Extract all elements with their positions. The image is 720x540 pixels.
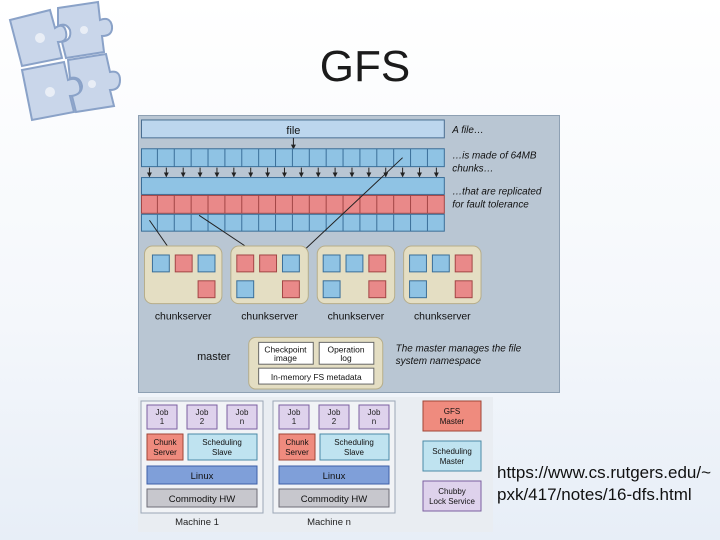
chunkserver-3 bbox=[316, 245, 396, 305]
machine-1 bbox=[140, 400, 264, 514]
caption-chunks-line1: …is made of 64MB bbox=[452, 151, 537, 162]
services-column bbox=[422, 400, 482, 512]
source-url[interactable]: https://www.cs.rutgers.edu/~pxk/417/note… bbox=[497, 463, 712, 504]
caption-master-line1: The master manages the file bbox=[396, 343, 522, 354]
m1-job2-line1: Job bbox=[196, 408, 209, 417]
file-label: file bbox=[286, 125, 300, 137]
mn-linux: Linux bbox=[323, 471, 346, 482]
gfs-architecture-diagram: file A file… …is made of 64MB chunks… bbox=[138, 115, 560, 393]
puzzle-logo bbox=[8, 0, 122, 122]
oplog-line1: Operation bbox=[328, 344, 365, 354]
m1-sched-line1: Scheduling bbox=[202, 438, 242, 447]
chunkserver-label-2: chunkserver bbox=[241, 312, 298, 323]
m1-hw: Commodity HW bbox=[169, 494, 236, 505]
m1-job1-line1: Job bbox=[156, 408, 169, 417]
m1-chunk-line1: Chunk bbox=[153, 438, 177, 447]
sched-master-line1: Scheduling bbox=[432, 447, 472, 456]
caption-replicated-line1: …that are replicated bbox=[452, 186, 542, 197]
oplog-line2: log bbox=[340, 353, 352, 363]
chunk-row-red bbox=[141, 194, 445, 214]
chubby-line2: Lock Service bbox=[429, 497, 475, 506]
caption-master-line2: system namespace bbox=[396, 356, 482, 367]
mn-job2-line2: 2 bbox=[332, 417, 337, 426]
gfs-master-line2: Master bbox=[440, 417, 465, 426]
chubby-line1: Chubby bbox=[438, 487, 466, 496]
mn-hw: Commodity HW bbox=[301, 494, 368, 505]
chunkserver-1 bbox=[143, 245, 223, 305]
mn-sched-line2: Slave bbox=[344, 448, 365, 457]
metadata-label: In-memory FS metadata bbox=[271, 372, 362, 382]
master-label: master bbox=[197, 351, 231, 363]
m1-jobn-line1: Job bbox=[236, 408, 249, 417]
cluster-machines-diagram: Job 1 Job 2 Job n Chunk Server Schedulin… bbox=[138, 397, 493, 532]
checkpoint-line2: image bbox=[274, 353, 297, 363]
m1-jobn-line2: n bbox=[240, 417, 244, 426]
mn-chunk-line1: Chunk bbox=[285, 438, 309, 447]
mn-job1-line1: Job bbox=[288, 408, 301, 417]
caption-chunks-line2: chunks… bbox=[452, 164, 493, 175]
chunkserver-2 bbox=[230, 245, 309, 305]
mn-name: Machine n bbox=[307, 517, 351, 528]
checkpoint-line1: Checkpoint bbox=[264, 344, 307, 354]
chunkserver-label-3: chunkserver bbox=[328, 312, 385, 323]
sched-master-line2: Master bbox=[440, 457, 465, 466]
mn-job1-line2: 1 bbox=[292, 417, 297, 426]
caption-replicated-line2: for fault tolerance bbox=[452, 199, 529, 210]
gfs-master-line1: GFS bbox=[444, 407, 460, 416]
mn-job2-line1: Job bbox=[328, 408, 341, 417]
file-bar bbox=[141, 119, 445, 139]
chunk-row-blue-top bbox=[141, 148, 445, 168]
mn-sched-line1: Scheduling bbox=[334, 438, 374, 447]
m1-job1-line2: 1 bbox=[160, 417, 165, 426]
machine-n bbox=[272, 400, 396, 514]
chunkserver-label-1: chunkserver bbox=[155, 312, 212, 323]
m1-job2-line2: 2 bbox=[200, 417, 205, 426]
chunk-row-blue-bottom bbox=[141, 213, 445, 232]
chunk-row-blue-2 bbox=[141, 177, 445, 195]
m1-sched-line2: Slave bbox=[212, 448, 233, 457]
caption-file: A file… bbox=[451, 125, 484, 136]
m1-chunk-line2: Server bbox=[153, 448, 177, 457]
m1-linux: Linux bbox=[191, 471, 214, 482]
mn-jobn-line2: n bbox=[372, 417, 376, 426]
chunkserver-4 bbox=[403, 245, 482, 305]
m1-name: Machine 1 bbox=[175, 517, 219, 528]
mn-chunk-line2: Server bbox=[285, 448, 309, 457]
chunkserver-label-4: chunkserver bbox=[414, 312, 471, 323]
mn-jobn-line1: Job bbox=[368, 408, 381, 417]
master-box bbox=[248, 336, 384, 390]
slide-title: GFS bbox=[319, 42, 411, 91]
